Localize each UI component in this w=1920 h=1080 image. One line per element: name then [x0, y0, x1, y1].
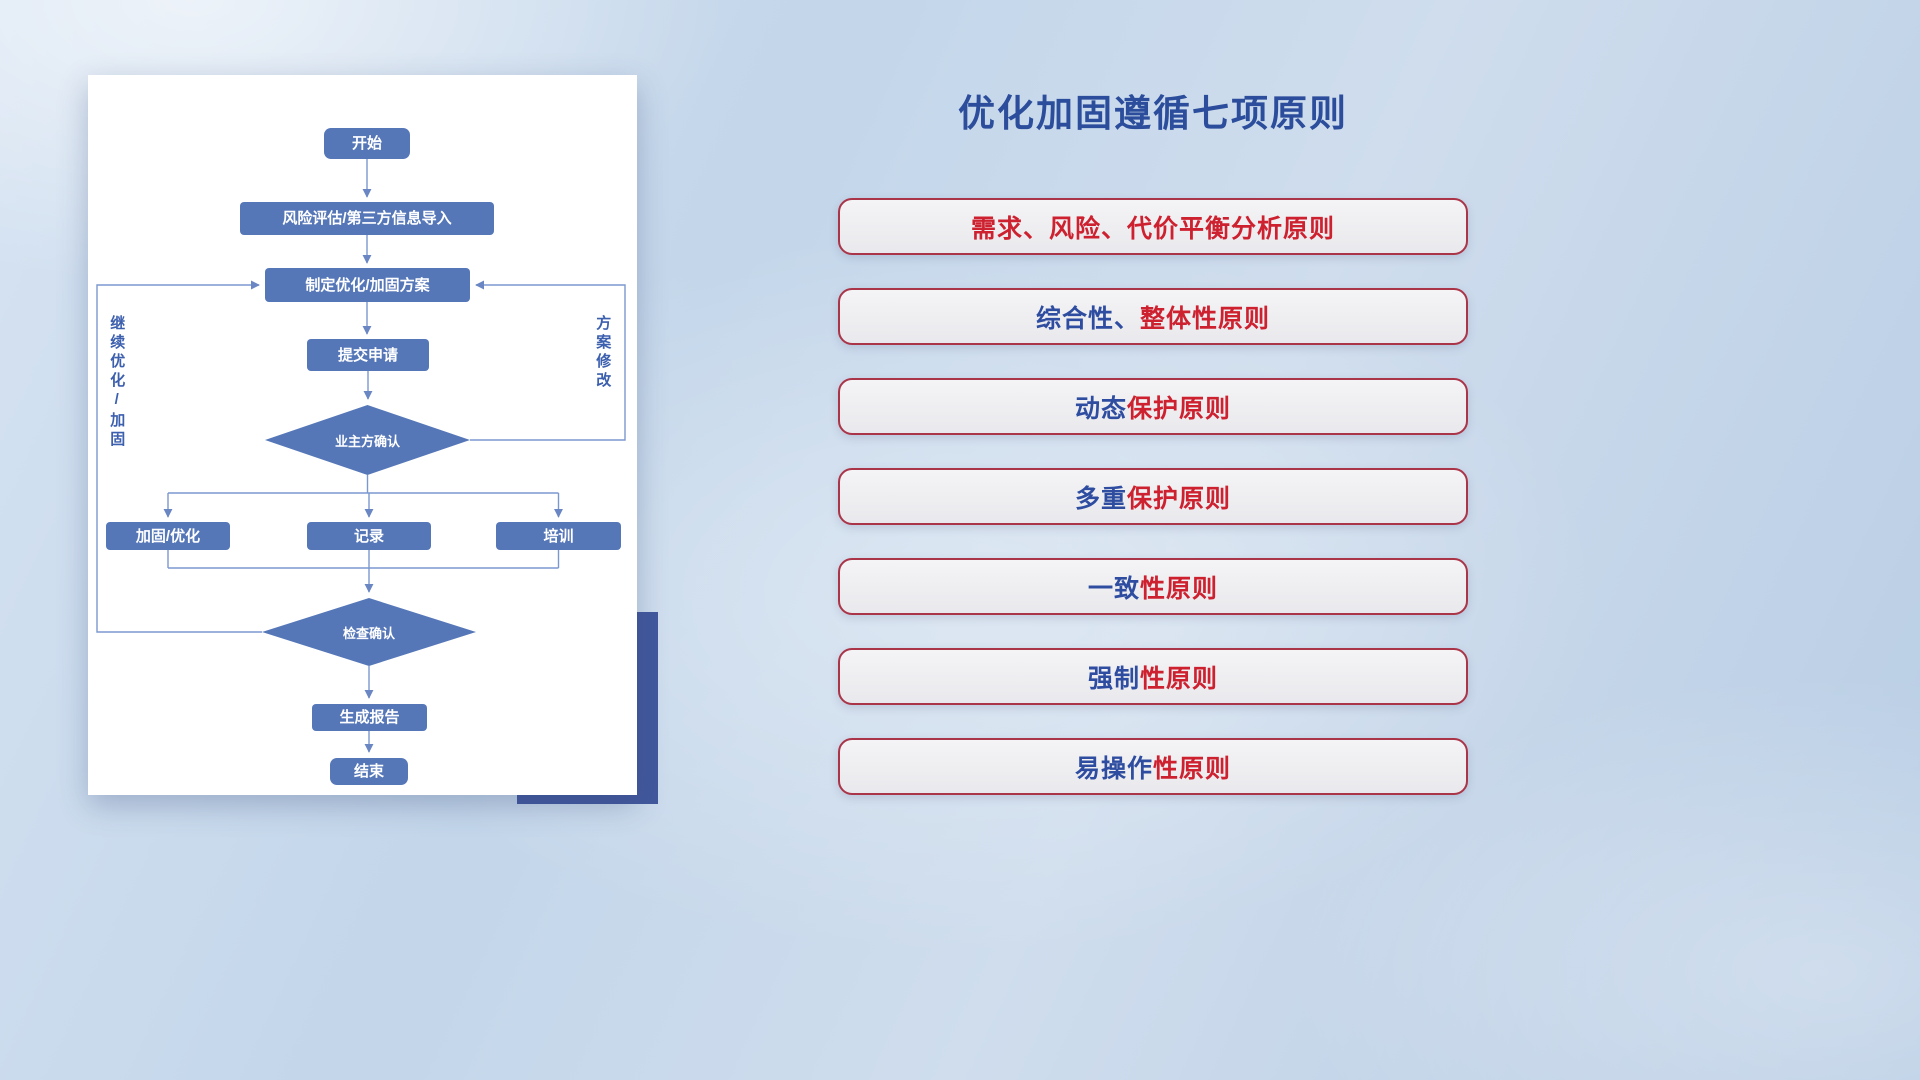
principle-text-red: 性原则 — [1140, 574, 1219, 603]
principle-card-7: 易操作性原则 — [838, 738, 1468, 795]
principle-text-blue: 强制 — [1087, 664, 1140, 693]
flow-loop-label-continue-optimize: 继续优化/加固 — [108, 315, 126, 450]
principle-text-red: 性原则 — [1153, 754, 1232, 783]
principle-text-blue: 易操作 — [1074, 754, 1153, 783]
principle-card-3: 动态保护原则 — [838, 378, 1468, 435]
principle-text-red: 保护原则 — [1127, 394, 1232, 423]
principle-card-6: 强制性原则 — [838, 648, 1468, 705]
principle-text-blue: 一致 — [1087, 574, 1140, 603]
principle-text-red: 保护原则 — [1127, 484, 1232, 513]
flow-loop-label-plan-revision: 方案修改 — [594, 315, 612, 391]
principle-text-blue: 动态 — [1074, 394, 1127, 423]
principles-panel: 优化加固遵循七项原则 需求、风险、代价平衡分析原则 综合性、整体性原则 动态保护… — [838, 92, 1468, 828]
principle-text-red: 需求、风险、代价平衡分析原则 — [970, 214, 1335, 243]
flow-node-make-plan: 制定优化/加固方案 — [265, 268, 470, 302]
flowchart-card: 开始 风险评估/第三方信息导入 制定优化/加固方案 提交申请 业主方确认 加固/… — [88, 75, 637, 795]
flow-node-submit: 提交申请 — [307, 339, 429, 371]
flow-node-training: 培训 — [496, 522, 621, 550]
principle-card-4: 多重保护原则 — [838, 468, 1468, 525]
flow-node-report: 生成报告 — [312, 704, 427, 731]
principle-text-blue: 多重 — [1074, 484, 1127, 513]
flowchart-connectors — [96, 159, 626, 753]
flow-node-start: 开始 — [324, 128, 410, 159]
flow-node-risk-import: 风险评估/第三方信息导入 — [240, 202, 494, 235]
principle-card-2: 综合性、整体性原则 — [838, 288, 1468, 345]
principle-card-1: 需求、风险、代价平衡分析原则 — [838, 198, 1468, 255]
principle-text-red: 整体性原则 — [1140, 304, 1271, 333]
principles-title: 优化加固遵循七项原则 — [958, 93, 1348, 134]
flow-node-end: 结束 — [330, 758, 408, 785]
principle-card-5: 一致性原则 — [838, 558, 1468, 615]
principle-text-red: 性原则 — [1140, 664, 1219, 693]
principle-text-blue: 综合性、 — [1035, 304, 1140, 333]
flow-node-reinforce: 加固/优化 — [106, 522, 230, 550]
flow-node-record: 记录 — [307, 522, 431, 550]
